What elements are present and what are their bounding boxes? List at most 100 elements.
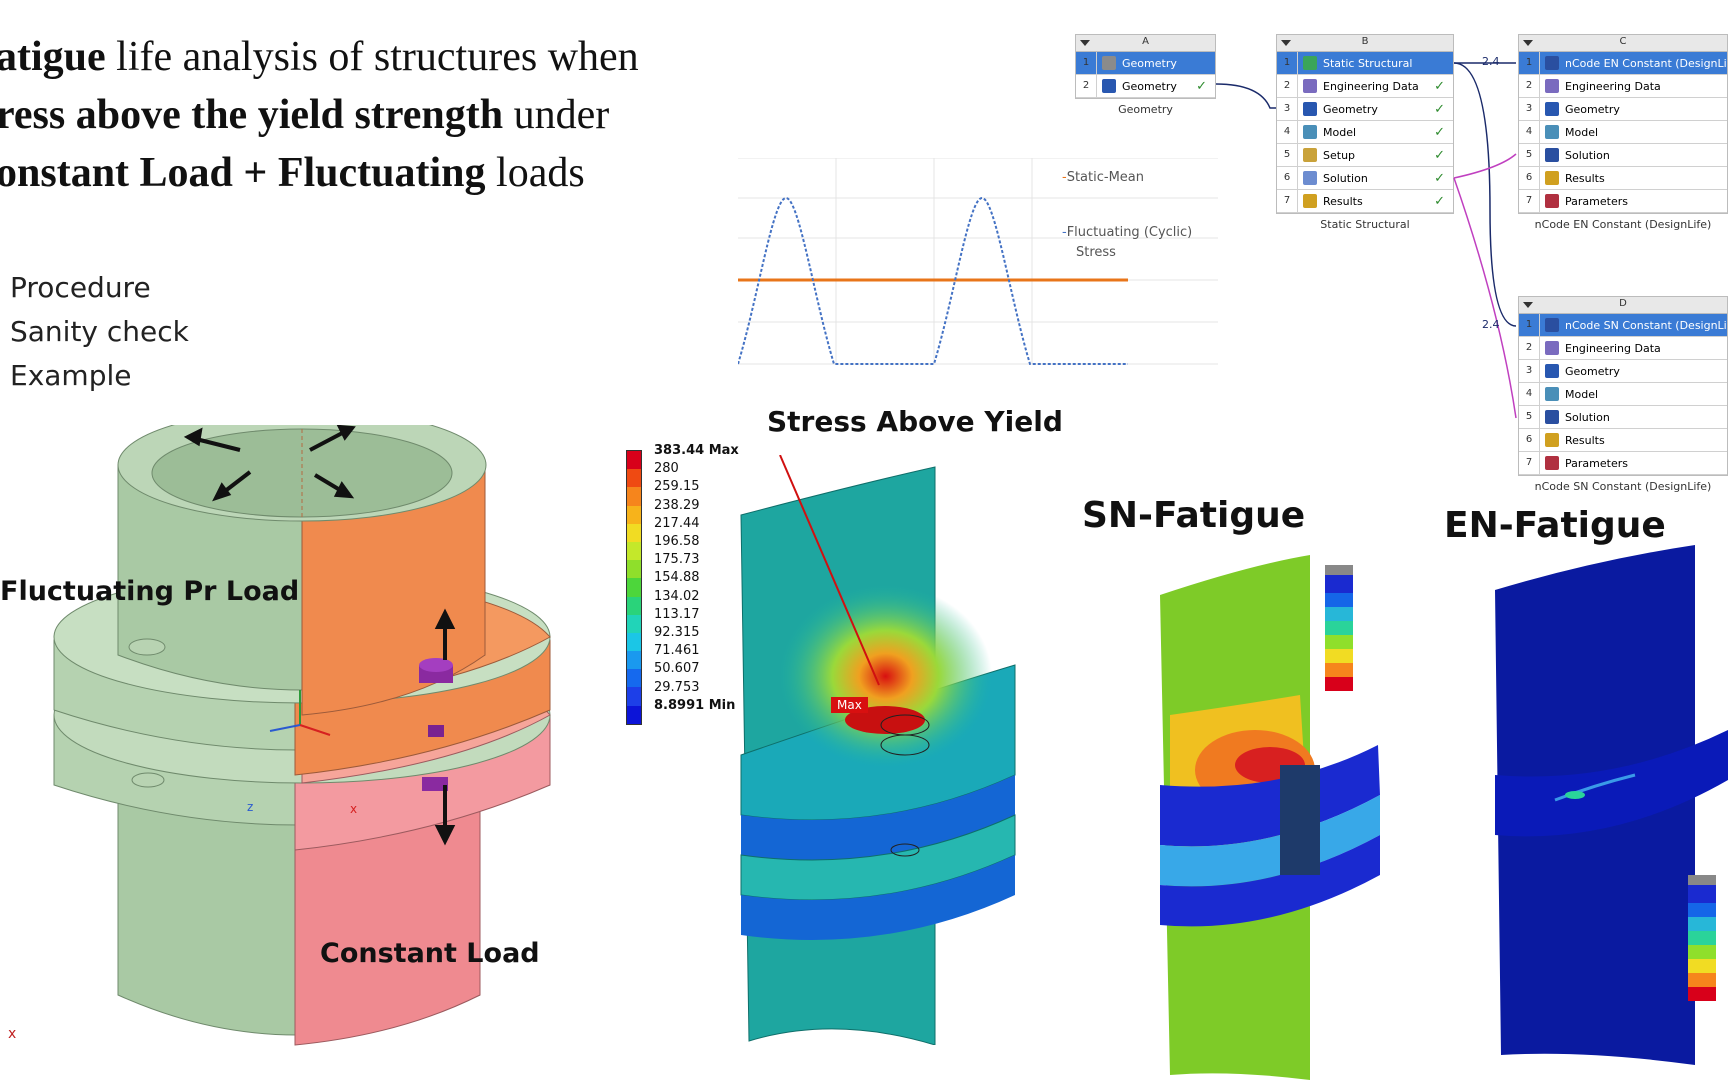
legend-segment [627,651,641,670]
legend-value: 196.58 [654,534,700,550]
collapse-arrow-icon[interactable] [1281,40,1291,46]
legend-segment [627,614,641,633]
stress-history-plot [738,158,1218,368]
geometry-icon [1102,56,1116,70]
en-mini-legend [1688,875,1716,1015]
legend-segment [627,687,641,706]
sn-mini-legend [1325,565,1353,710]
link-label-c: 2.4 [1482,55,1500,68]
collapse-arrow-icon[interactable] [1523,302,1533,308]
legend-value: 92.315 [654,625,700,641]
legend-value: 280 [654,461,679,477]
link-label-d: 2.4 [1482,318,1500,331]
bullet-list: Procedure Sanity check Example [10,266,189,398]
spaceclaim-icon [1545,102,1559,116]
engineering-data-icon [1303,79,1317,93]
title-line1-bold: atigue [0,34,106,80]
stress-contour-model [740,455,1020,1045]
max-tag: Max [831,697,868,713]
stress-above-yield-label: Stress Above Yield [767,405,1063,438]
flange-coupling-model [53,425,551,1046]
schematic-connections [1215,62,1517,419]
triad-x-label: x [350,802,358,816]
legend-segment [627,596,641,615]
model-icon [1545,387,1559,401]
en-fatigue-label: EN-Fatigue [1444,505,1666,546]
collapse-arrow-icon[interactable] [1080,40,1090,46]
bullet-example: Example [10,359,132,392]
title-line1-rest: life analysis of structures when [105,34,639,80]
spaceclaim-icon [1303,102,1317,116]
legend-static-mean: -Static-Mean [1062,170,1144,185]
legend-segment [627,705,641,724]
static-structural-icon [1303,56,1317,70]
legend-value: 113.17 [654,606,700,622]
legend-fluctuating-2: Stress [1076,245,1116,260]
legend-segment [627,505,641,524]
parameters-icon [1545,456,1559,470]
legend-value: 217.44 [654,515,700,531]
title-line2-bold: ress above the yield strength [0,92,504,138]
title-line3-rest: loads [485,150,585,196]
legend-segment [627,560,641,579]
corner-axis-x-label: x [8,1026,17,1042]
parameters-icon [1545,194,1559,208]
legend-value: 134.02 [654,588,700,604]
results-icon [1545,433,1559,447]
collapse-arrow-icon[interactable] [1523,40,1533,46]
legend-value: 50.607 [654,661,700,677]
legend-value: 259.15 [654,479,700,495]
title-line3-bold: onstant Load + Fluctuating [0,150,486,196]
legend-segment [627,487,641,506]
legend-value: 71.461 [654,643,700,659]
legend-segment [627,669,641,688]
en-fatigue-model [1495,545,1728,1065]
legend-value: 175.73 [654,552,700,568]
model-icon [1303,125,1317,139]
legend-segment [627,541,641,561]
legend-value: 238.29 [654,497,700,513]
legend-segment [627,632,641,652]
bullet-sanity-check: Sanity check [10,315,189,348]
ncode-icon [1545,56,1559,70]
legend-value: 154.88 [654,570,700,586]
solution-icon [1545,148,1559,162]
engineering-data-icon [1545,341,1559,355]
solution-icon [1545,410,1559,424]
legend-segment [627,578,641,597]
results-icon [1303,194,1317,208]
legend-segment [627,523,641,542]
slide-title: atigue life analysis of structures when … [0,28,639,202]
ncode-icon [1545,318,1559,332]
legend-segment [627,451,641,470]
setup-icon [1303,148,1317,162]
